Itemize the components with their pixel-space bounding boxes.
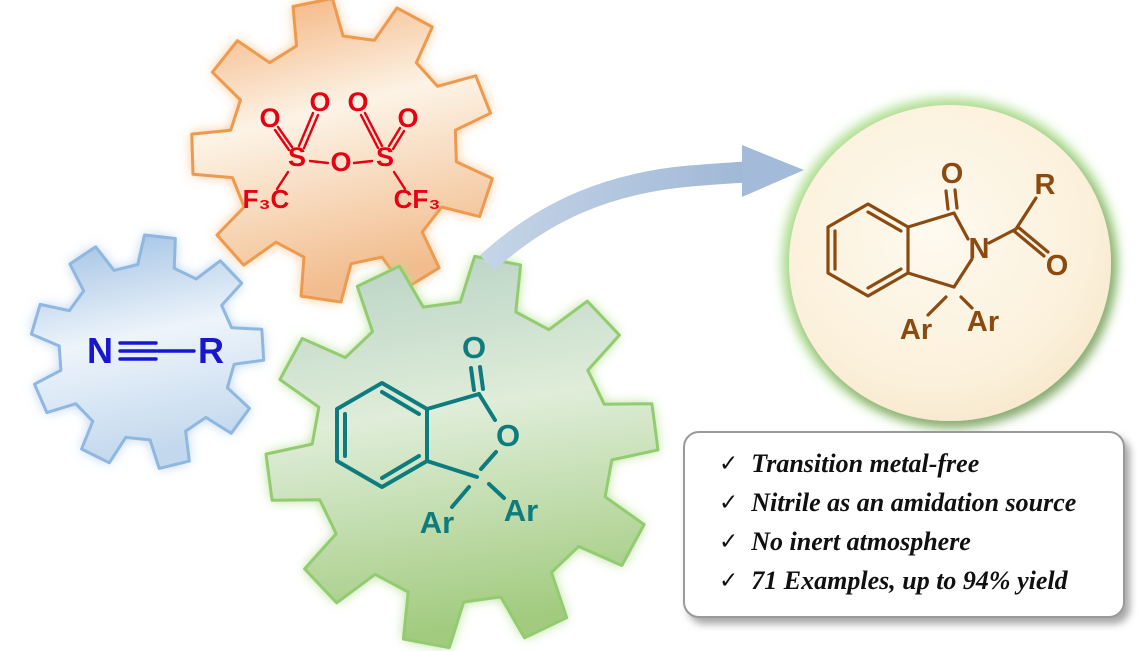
o-atom: O bbox=[259, 103, 280, 133]
s-atom: S bbox=[288, 142, 306, 172]
ar-label: Ar bbox=[967, 306, 999, 338]
r-group: R bbox=[198, 330, 224, 371]
product-oval bbox=[789, 105, 1111, 421]
cf3-group: F₃C bbox=[243, 184, 290, 214]
o-atom: O bbox=[941, 158, 964, 190]
checklist-item-label: No inert atmosphere bbox=[751, 527, 971, 556]
tf2o-bonds bbox=[273, 111, 407, 191]
tf2o-gear-body bbox=[190, 0, 494, 304]
tf2o-structure: O O O O S O S F₃C CF₃ bbox=[243, 87, 441, 214]
s-atom: S bbox=[376, 142, 394, 172]
checklist-item: ✓ Transition metal-free bbox=[719, 449, 1113, 479]
check-icon: ✓ bbox=[719, 568, 739, 594]
product-panel: O N R O Ar Ar bbox=[783, 99, 1117, 427]
nitrile-structure: N R bbox=[87, 330, 224, 371]
reaction-arrow bbox=[479, 145, 804, 271]
check-icon: ✓ bbox=[719, 529, 739, 555]
arrow-shaft bbox=[479, 161, 749, 271]
product-structure: O N R O Ar Ar bbox=[826, 158, 1069, 346]
ar-label: Ar bbox=[900, 314, 932, 346]
tf2o-gear: O O O O S O S F₃C CF₃ bbox=[190, 0, 494, 304]
product-bonds bbox=[826, 188, 1050, 317]
o-atom: O bbox=[397, 103, 418, 133]
o-atom: O bbox=[347, 87, 368, 117]
checklist-item-label: Transition metal-free bbox=[751, 449, 980, 478]
phthalide-structure: O O Ar Ar bbox=[335, 330, 538, 540]
check-icon: ✓ bbox=[719, 490, 739, 516]
o-atom: O bbox=[1046, 250, 1069, 282]
checklist-item: ✓ 71 Examples, up to 94% yield bbox=[719, 566, 1113, 596]
nitrile-gear: N R bbox=[29, 233, 266, 470]
phthalide-gear: O O Ar Ar bbox=[264, 254, 660, 650]
arrow-head bbox=[742, 145, 804, 197]
checklist-item: ✓ Nitrile as an amidation source bbox=[719, 488, 1113, 518]
checklist-item: ✓ No inert atmosphere bbox=[719, 527, 1113, 557]
highlights-panel: ✓ Transition metal-free ✓ Nitrile as an … bbox=[683, 431, 1125, 618]
n-atom: N bbox=[969, 233, 990, 265]
checklist-item-label: 71 Examples, up to 94% yield bbox=[751, 566, 1068, 595]
checklist-item-label: Nitrile as an amidation source bbox=[751, 488, 1077, 517]
o-atom: O bbox=[462, 330, 486, 365]
cf3-group: CF₃ bbox=[394, 184, 441, 214]
ar-label: Ar bbox=[504, 493, 538, 528]
ar-label: Ar bbox=[420, 505, 454, 540]
o-atom: O bbox=[496, 418, 520, 453]
phthalide-gear-body bbox=[264, 254, 660, 650]
n-atom: N bbox=[87, 330, 113, 371]
nitrile-bonds bbox=[118, 341, 196, 361]
o-atom: O bbox=[309, 87, 330, 117]
r-group: R bbox=[1035, 169, 1056, 201]
o-atom: O bbox=[330, 147, 351, 177]
check-icon: ✓ bbox=[719, 451, 739, 477]
phthalide-bonds bbox=[335, 365, 506, 509]
